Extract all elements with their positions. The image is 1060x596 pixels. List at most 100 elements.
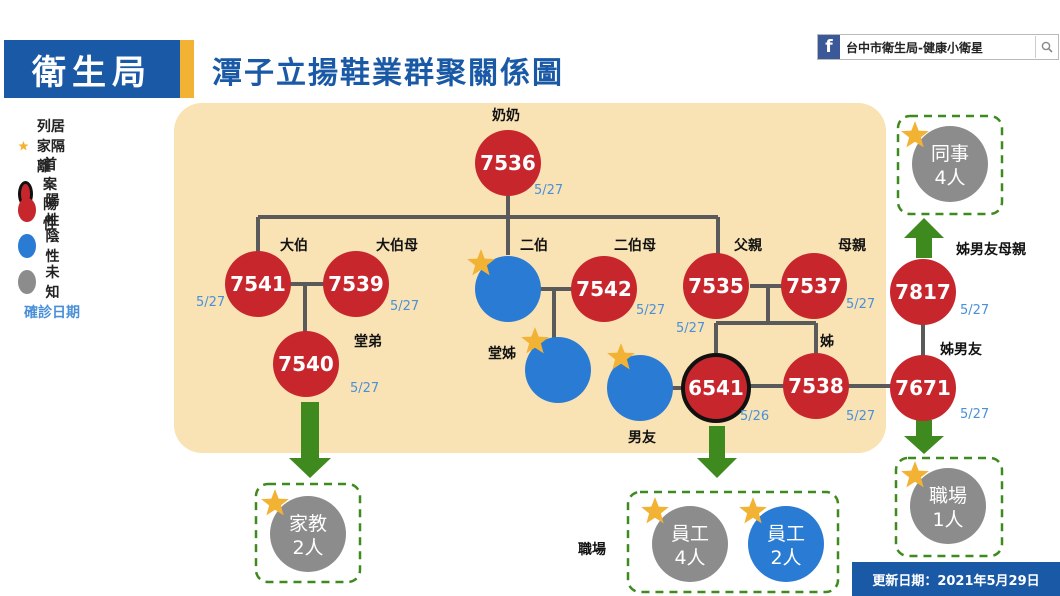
page-title: 潭子立揚鞋業群聚關係圖 xyxy=(212,56,564,91)
case-node-sister-bf: 7671 xyxy=(890,355,956,421)
unknown-group-circle xyxy=(910,468,986,544)
group-name: 員工 xyxy=(671,523,709,545)
case-node-mother: 7537 xyxy=(781,253,847,319)
case-number: 7537 xyxy=(786,274,842,298)
date-label: 5/27 xyxy=(960,407,989,422)
role-label: 堂弟 xyxy=(354,333,382,350)
unknown-group-circle xyxy=(270,496,346,572)
role-label: 奶奶 xyxy=(492,107,520,124)
case-node-boyfriend xyxy=(607,355,673,421)
positive-case-circle xyxy=(890,355,956,421)
role-label: 大伯母 xyxy=(376,237,418,254)
legend-item-unknown: 未知 xyxy=(18,262,66,302)
legend-label: 陰性 xyxy=(45,229,60,265)
legend-item-positive: 陽性 xyxy=(18,190,66,230)
arrow-up-colleague xyxy=(904,218,944,258)
role-label: 二伯母 xyxy=(614,237,656,254)
role-label: 姊 xyxy=(820,333,834,350)
group-name: 家教 xyxy=(289,513,327,535)
health-bureau-logo: 衛生局 xyxy=(4,40,180,98)
case-number: 7536 xyxy=(480,151,536,175)
legend-label: 未知 xyxy=(45,265,60,301)
case-node-index: 6541 xyxy=(681,353,751,423)
positive-case-circle xyxy=(890,259,956,325)
date-label: 5/26 xyxy=(740,409,769,424)
case-number: 7535 xyxy=(688,274,744,298)
update-date-banner: 更新日期：2021年5月29日 xyxy=(852,562,1060,596)
role-label: 二伯 xyxy=(520,237,548,254)
unknown-group-circle xyxy=(912,126,988,202)
date-label: 5/27 xyxy=(846,409,875,424)
role-label: 父親 xyxy=(733,237,762,254)
case-node-grandma: 7536 xyxy=(475,130,541,196)
positive-case-circle xyxy=(781,253,847,319)
group-count: 2人 xyxy=(292,537,323,559)
search-icon[interactable] xyxy=(1035,36,1058,58)
positive-case-circle xyxy=(225,251,291,317)
facebook-page-badge[interactable]: f 台中市衛生局-健康小衛星 xyxy=(817,34,1059,60)
case-node-uncle2 xyxy=(475,256,541,322)
date-label: 5/27 xyxy=(636,303,665,318)
case-number: 7671 xyxy=(895,376,951,400)
legend-item-negative: 陰性 xyxy=(18,226,66,266)
index-case-circle xyxy=(681,353,751,423)
role-label: 姊男友 xyxy=(940,341,982,358)
unknown-group-circle xyxy=(652,506,728,582)
case-node-aunt1: 7539 xyxy=(323,251,389,317)
case-number: 7541 xyxy=(230,272,286,296)
group-count: 4人 xyxy=(934,167,965,189)
case-node-sister-bf-mother: 7817 xyxy=(890,259,956,325)
workplace-label: 職場 xyxy=(578,541,606,558)
date-label: 5/27 xyxy=(960,303,989,318)
group-count: 4人 xyxy=(674,547,705,569)
unknown-dot xyxy=(18,270,36,294)
spread-arrows xyxy=(289,218,944,478)
legend-item-index-case: 首案陽性 xyxy=(18,154,68,234)
negative-case-circle xyxy=(607,355,673,421)
case-node-cousin-f xyxy=(525,337,591,403)
case-number: 7817 xyxy=(895,280,951,304)
arrow-down-workers xyxy=(697,426,737,478)
legend-date-label: 確診日期 xyxy=(24,305,80,321)
case-number: 6541 xyxy=(688,376,744,400)
role-label: 母親 xyxy=(838,237,866,254)
group-count: 2人 xyxy=(770,547,801,569)
positive-case-circle xyxy=(273,331,339,397)
case-node-cousin-m: 7540 xyxy=(273,331,339,397)
positive-case-circle xyxy=(475,130,541,196)
facebook-icon: f xyxy=(818,35,840,59)
negative-dot xyxy=(18,234,36,258)
role-label: 大伯 xyxy=(280,237,308,254)
role-label: 男友 xyxy=(628,429,656,446)
case-node-sister: 7538 xyxy=(783,353,849,419)
role-label: 堂姊 xyxy=(488,345,516,362)
negative-case-circle xyxy=(475,256,541,322)
case-node-aunt2: 7542 xyxy=(571,256,637,322)
group-name: 職場 xyxy=(929,485,967,507)
positive-case-circle xyxy=(571,256,637,322)
facebook-page-name: 台中市衛生局-健康小衛星 xyxy=(846,40,983,55)
date-label: 5/27 xyxy=(390,299,419,314)
logo-accent-bar xyxy=(180,40,194,98)
positive-case-circle xyxy=(683,253,749,319)
legend-label: 列居家隔離 xyxy=(36,119,65,175)
date-label: 5/27 xyxy=(846,297,875,312)
date-labels: 5/27 5/27 5/27 5/27 5/27 5/27 5/27 5/26 … xyxy=(196,183,989,424)
case-number: 7538 xyxy=(788,374,844,398)
negative-group-circle xyxy=(748,506,824,582)
case-number: 7540 xyxy=(278,352,334,376)
group-boxes xyxy=(254,114,1004,594)
group-count: 1人 xyxy=(932,509,963,531)
date-label: 5/27 xyxy=(350,381,379,396)
role-label: 姊男友母親 xyxy=(956,241,1026,258)
date-label: 5/27 xyxy=(676,321,705,336)
role-labels: 奶奶 大伯 大伯母 堂弟 二伯 二伯母 堂姊 父親 母親 男友 姊 姊男友 姊男… xyxy=(280,107,1026,558)
group-name: 員工 xyxy=(767,523,805,545)
legend-item-quarantine: 列居家隔離 xyxy=(18,116,66,176)
group-name: 同事 xyxy=(931,143,969,165)
